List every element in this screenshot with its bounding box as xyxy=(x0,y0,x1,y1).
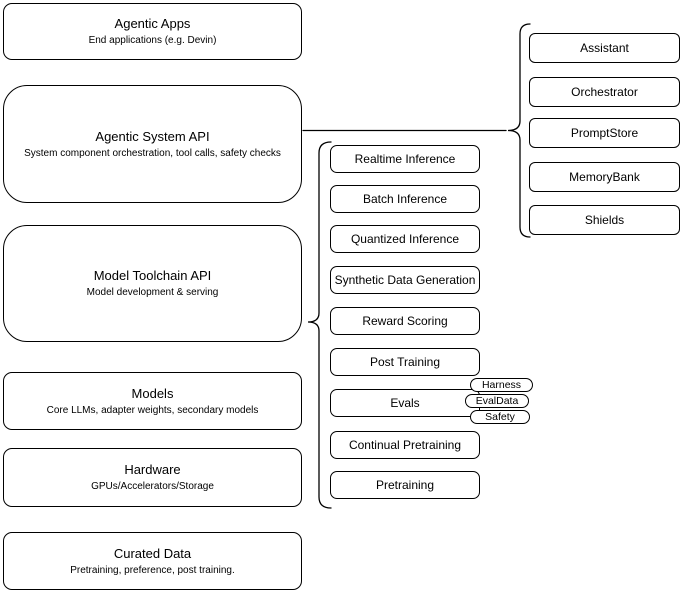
box-subtitle: Core LLMs, adapter weights, secondary mo… xyxy=(46,404,259,416)
box-label: Quantized Inference xyxy=(350,232,460,246)
toolchain-box-post-training: Post Training xyxy=(330,348,480,376)
box-label: MemoryBank xyxy=(569,170,640,184)
box-label: Batch Inference xyxy=(362,192,448,206)
box-title: Hardware xyxy=(124,462,181,477)
toolchain-box-continual-pretraining: Continual Pretraining xyxy=(330,431,480,459)
box-label: PromptStore xyxy=(570,126,639,140)
box-subtitle: System component orchestration, tool cal… xyxy=(24,147,281,159)
box-title: Agentic Apps xyxy=(114,16,191,31)
agentic-box-promptstore: PromptStore xyxy=(529,118,680,148)
toolchain-box-evals: Evals xyxy=(330,389,480,417)
box-label: Realtime Inference xyxy=(354,152,456,166)
box-label: Shields xyxy=(584,213,625,227)
pill-label: EvalData xyxy=(475,394,519,407)
toolchain-box-quantized-inference: Quantized Inference xyxy=(330,225,480,253)
toolchain-box-reward-scoring: Reward Scoring xyxy=(330,307,480,335)
toolchain-components-bracket xyxy=(307,141,332,509)
box-subtitle: Pretraining, preference, post training. xyxy=(70,564,235,576)
box-curated-data: Curated Data Pretraining, preference, po… xyxy=(3,532,302,590)
eval-pill-harness: Harness xyxy=(470,378,533,392)
pill-label: Safety xyxy=(485,410,515,423)
box-title: Curated Data xyxy=(113,545,192,561)
pill-label: Harness xyxy=(481,378,522,391)
box-agentic-system-api: Agentic System API System component orch… xyxy=(3,85,302,203)
box-label: Continual Pretraining xyxy=(348,438,462,452)
box-label: Evals xyxy=(390,396,420,410)
box-hardware: Hardware GPUs/Accelerators/Storage xyxy=(3,448,302,507)
box-label: Reward Scoring xyxy=(362,314,448,328)
box-title: Model Toolchain API xyxy=(93,268,212,283)
box-subtitle: Model development & serving xyxy=(86,287,219,298)
box-models: Models Core LLMs, adapter weights, secon… xyxy=(3,372,302,430)
toolchain-box-realtime-inference: Realtime Inference xyxy=(330,145,480,173)
agentic-box-assistant: Assistant xyxy=(529,33,680,63)
box-subtitle: End applications (e.g. Devin) xyxy=(88,35,217,46)
toolchain-box-pretraining: Pretraining xyxy=(330,471,480,499)
agentic-box-shields: Shields xyxy=(529,205,680,235)
agentic-components-bracket xyxy=(507,23,531,238)
eval-pill-evaldata: EvalData xyxy=(465,394,529,408)
box-label: Pretraining xyxy=(375,478,435,492)
box-label: Assistant xyxy=(580,41,629,55)
box-subtitle: GPUs/Accelerators/Storage xyxy=(91,481,214,492)
agentic-box-orchestrator: Orchestrator xyxy=(529,77,680,107)
box-agentic-apps: Agentic Apps End applications (e.g. Devi… xyxy=(3,3,302,60)
box-model-toolchain-api: Model Toolchain API Model development & … xyxy=(3,225,302,342)
toolchain-box-synthetic-data-generation: Synthetic Data Generation xyxy=(330,266,480,294)
box-label: Orchestrator xyxy=(571,85,638,99)
box-label: Post Training xyxy=(369,355,441,369)
toolchain-box-batch-inference: Batch Inference xyxy=(330,185,480,213)
box-title: Models xyxy=(131,385,174,401)
agentic-box-memorybank: MemoryBank xyxy=(529,162,680,192)
eval-pill-safety: Safety xyxy=(470,410,530,424)
box-title: Agentic System API xyxy=(95,128,210,144)
box-label: Synthetic Data Generation xyxy=(334,273,476,287)
